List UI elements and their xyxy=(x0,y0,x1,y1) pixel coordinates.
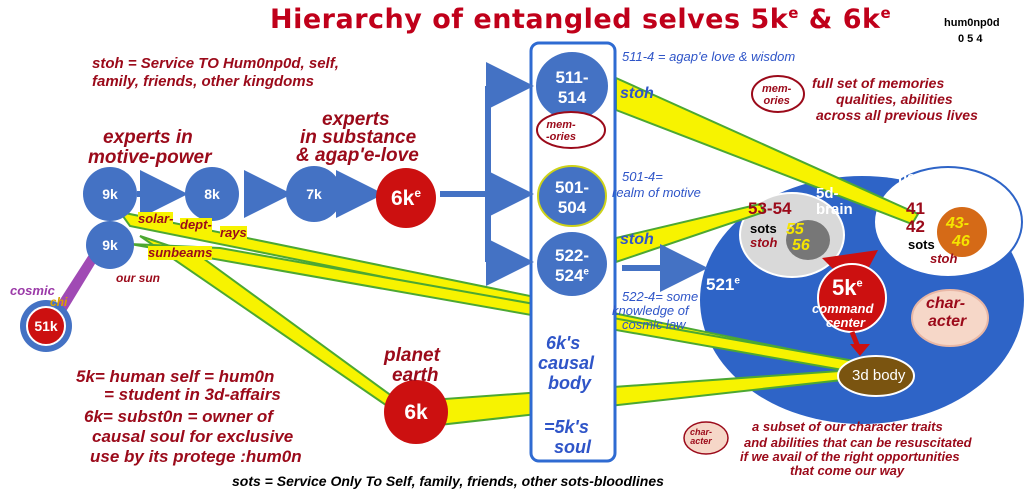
node-8k-label: 8k xyxy=(204,186,220,202)
causal-body-l1: 6k's xyxy=(546,333,581,353)
label-521e: 521e xyxy=(706,275,740,294)
earth-label: earth xyxy=(392,365,439,386)
rays-label: rays xyxy=(220,225,247,240)
node-511-label: 511-514 xyxy=(555,68,589,107)
note-511: 511-4 = agap'e love & wisdom xyxy=(622,49,796,64)
note-522-2: knowledge of xyxy=(612,303,689,318)
stoh-definition-2: family, friends, other kingdoms xyxy=(92,73,314,90)
experts-substance-3: & agap'e-love xyxy=(296,145,419,166)
def-6k-3: use by its protege :hum0n xyxy=(90,447,302,466)
stoh-definition-1: stoh = Service TO Hum0np0d, self, xyxy=(92,55,339,72)
node-6ke-label: 6ke xyxy=(390,186,422,210)
experts-substance-2: in substance xyxy=(300,127,417,148)
soul-l2: soul xyxy=(554,437,592,457)
sots-b: sots xyxy=(908,237,935,252)
num-41: 41 xyxy=(906,199,925,218)
memories-badge-label: mem-ories xyxy=(762,83,792,107)
causal-body-l3: body xyxy=(548,373,591,393)
num-46: 46 xyxy=(952,233,970,250)
node-7k-label: 7k xyxy=(306,186,322,202)
character-cloud xyxy=(911,289,989,347)
character-note-2: and abilities that can be resuscitated xyxy=(744,435,972,450)
range-53-54: 53-54 xyxy=(748,199,792,218)
cosmic-label: cosmic xyxy=(10,283,55,298)
core-command: command xyxy=(812,301,874,316)
character-note-4: that come our way xyxy=(790,463,905,478)
character-note-3: if we avail of the right opportunities xyxy=(740,449,960,464)
note-522-1: 522-4= some xyxy=(622,289,699,304)
brain-5d-1: 5d- xyxy=(816,185,839,202)
experts-substance-1: experts xyxy=(322,109,390,130)
our-sun-label: our sun xyxy=(116,271,160,285)
character-1: char- xyxy=(926,295,966,312)
note-501-1: 501-4= xyxy=(622,169,663,184)
causal-body-l2: causal xyxy=(538,353,595,373)
sots-definition: sots = Service Only To Self, family, fri… xyxy=(232,473,664,489)
node-522-524 xyxy=(537,232,607,296)
soul-l1: =5k's xyxy=(544,417,589,437)
brain-core xyxy=(786,220,830,260)
num-43: 43- xyxy=(946,215,970,232)
note-501-2: realm of motive xyxy=(612,185,701,200)
sunbeams-label: sunbeams xyxy=(148,245,213,260)
dept-label: dept- xyxy=(180,217,212,232)
memories-cloud xyxy=(536,111,606,149)
body-3d-label: 3d body xyxy=(852,367,906,384)
page-title: Hierarchy of entangled selves 5ke & 6ke xyxy=(270,4,892,35)
heart-4d-2: heart xyxy=(898,169,935,186)
solar-label: solar- xyxy=(138,211,174,226)
node-9k-top-label: 9k xyxy=(102,186,118,202)
node-522-label: 522-524e xyxy=(554,246,590,285)
chi-label: chi xyxy=(50,295,68,309)
stoh-label-2: stoh xyxy=(620,231,654,248)
character-2: acter xyxy=(928,313,967,330)
stoh-b: stoh xyxy=(930,251,958,266)
def-5k-2: = student in 3d-affairs xyxy=(104,385,281,404)
experts-motive-2: motive-power xyxy=(88,147,212,168)
body-3d-node xyxy=(837,355,915,397)
stoh-label-1: stoh xyxy=(620,85,654,102)
node-6k-earth xyxy=(384,380,448,444)
node-6k-earth-label: 6k xyxy=(404,401,428,424)
node-8k xyxy=(185,167,239,221)
memories-note-2: qualities, abilities xyxy=(836,91,953,107)
memories-note-3: across all previous lives xyxy=(816,107,978,123)
stoh-a: stoh xyxy=(750,235,778,250)
def-6k-1: 6k= subst0n = owner of xyxy=(84,407,273,426)
heart-4d-1: 4d- xyxy=(884,153,907,170)
node-6ke xyxy=(376,168,436,228)
node-9k-low xyxy=(86,221,134,269)
core-center: center xyxy=(826,315,866,330)
memories-note-1: full set of memories xyxy=(812,75,945,91)
sots-a: sots xyxy=(750,221,777,236)
note-522-3: cosmic law xyxy=(622,317,686,332)
node-511-514 xyxy=(536,52,608,120)
memories-badge xyxy=(751,75,805,113)
corner-tag: hum0np0d xyxy=(944,17,1000,29)
brain-5d-2: brain xyxy=(816,201,853,218)
character-badge-label: char-acter xyxy=(690,427,713,447)
planet-label: planet xyxy=(384,345,440,366)
node-501-504 xyxy=(537,165,607,227)
node-51k-inner xyxy=(26,306,66,346)
node-7k xyxy=(286,166,342,222)
core-43-46 xyxy=(935,205,989,259)
memories-cloud-label: mem--ories xyxy=(546,119,576,143)
node-51k-label: 51k xyxy=(34,318,58,334)
core-5ke: 5ke xyxy=(832,275,863,300)
node-9k-low-label: 9k xyxy=(102,237,118,253)
def-5k-1: 5k= human self = hum0n xyxy=(76,367,275,386)
num-55: 55 xyxy=(786,221,804,238)
def-6k-2: causal soul for exclusive xyxy=(92,427,294,446)
num-42: 42 xyxy=(906,217,925,236)
node-9k-top xyxy=(83,167,137,221)
num-56: 56 xyxy=(792,237,810,254)
corner-number: 0 5 4 xyxy=(958,33,983,45)
node-501-label: 501-504 xyxy=(554,178,590,217)
character-badge xyxy=(683,421,729,455)
character-note-1: a subset of our character traits xyxy=(752,419,943,434)
experts-motive-1: experts in xyxy=(103,127,193,148)
